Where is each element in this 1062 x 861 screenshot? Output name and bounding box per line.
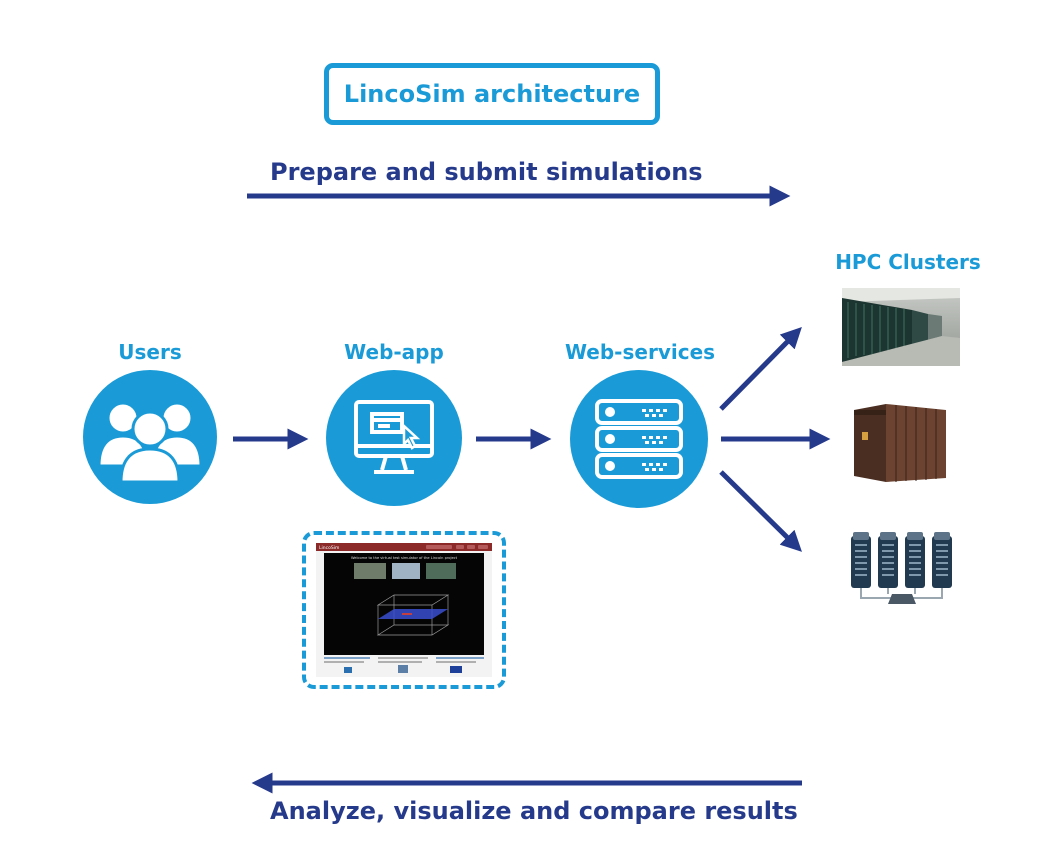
webapp-screenshot-thumbnail: LincoSim Welcome to the virtual test sim…: [316, 543, 492, 677]
monitor-icon: [354, 400, 434, 474]
screenshot-welcome-text: Welcome to the virtual test simulator of…: [351, 556, 458, 560]
arrow-to-hpc-bottom: [719, 470, 802, 552]
top-flow-label: Prepare and submit simulations: [270, 158, 703, 186]
bottom-flow-label: Analyze, visualize and compare results: [270, 797, 798, 825]
webapp-screenshot-box: LincoSim Welcome to the virtual test sim…: [302, 531, 506, 689]
users-node: [83, 370, 217, 504]
webservices-label: Web-services: [564, 340, 716, 364]
screenshot-header-text: LincoSim: [319, 545, 339, 551]
arrow-to-hpc-top: [719, 327, 802, 411]
diagram-title: LincoSim architecture: [324, 63, 660, 125]
webapp-label: Web-app: [344, 340, 444, 364]
supercomputer-room-image: [842, 288, 960, 366]
server-racks-icon: [848, 530, 956, 612]
webapp-node: [326, 370, 462, 506]
server-icon: [595, 399, 683, 479]
hpc-clusters-label: HPC Clusters: [835, 250, 981, 274]
cabinet-cluster-image: [850, 402, 948, 486]
users-icon: [97, 401, 203, 484]
users-label: Users: [118, 340, 182, 364]
webservices-node: [570, 370, 708, 508]
